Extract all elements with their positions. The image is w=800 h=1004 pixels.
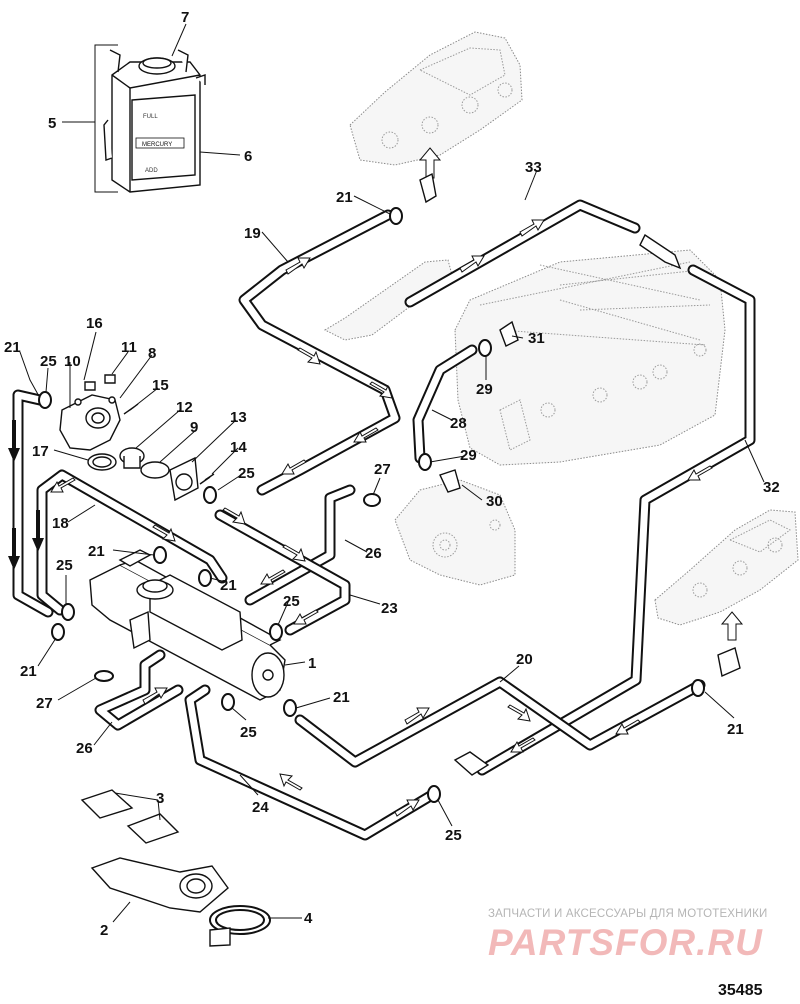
- coolant-reservoir: FULL MERCURY ADD: [103, 49, 206, 193]
- thermostat: [119, 447, 145, 469]
- callout-23: 23: [381, 600, 398, 617]
- gasket-9: [140, 461, 170, 479]
- hose-23: [214, 509, 351, 636]
- callout-11: 11: [121, 339, 137, 356]
- thermostat-housing: [59, 394, 121, 451]
- flow-arrows: [50, 219, 713, 817]
- callout-3: 3: [156, 790, 164, 807]
- gasket-17: [87, 453, 117, 471]
- callout-26-upper: 26: [365, 545, 382, 562]
- callout-21-left: 21: [4, 339, 21, 356]
- hose-32: [476, 264, 756, 776]
- callout-25-upper: 25: [238, 465, 255, 482]
- elbow-13: [169, 456, 199, 502]
- callout-21-lowleft: 21: [20, 663, 37, 680]
- hose-clamps: [38, 207, 705, 803]
- callout-1: 1: [308, 655, 316, 672]
- callout-31: 31: [528, 330, 545, 347]
- down-arrows: [8, 420, 44, 570]
- callout-21-top: 21: [336, 189, 353, 206]
- tank-brand-label: MERCURY: [142, 142, 172, 148]
- water-pump-ghost: [394, 479, 516, 586]
- callout-17: 17: [32, 443, 49, 460]
- callout-25-he: 25: [240, 724, 257, 741]
- callout-29-lower: 29: [460, 447, 477, 464]
- callout-15: 15: [152, 377, 169, 394]
- callout-20: 20: [516, 651, 533, 668]
- exhaust-manifold-upper-ghost: [349, 31, 523, 166]
- callout-21-he: 21: [333, 689, 350, 706]
- callout-14: 14: [230, 439, 247, 456]
- tank-full-label: FULL: [143, 114, 158, 120]
- callout-labels: 7 5 6 21 33 19 16 11 8 15 12 9 13 14 25 …: [4, 9, 780, 939]
- fittings: [419, 172, 741, 776]
- engine-block-ghost: [454, 249, 726, 466]
- figure-number: 35485: [718, 982, 763, 999]
- hose-33: [404, 199, 641, 308]
- hose-clamp-4: [209, 905, 271, 947]
- decal-3: [80, 789, 180, 844]
- watermark-logo: PARTSFOR.RU: [488, 922, 763, 963]
- callout-25-right: 25: [283, 593, 300, 610]
- callout-26-lower: 26: [76, 740, 93, 757]
- callout-28: 28: [450, 415, 467, 432]
- callout-24: 24: [252, 799, 269, 816]
- callout-2: 2: [100, 922, 108, 939]
- watermark-caption: ЗАПЧАСТИ И АКСЕССУАРЫ ДЛЯ МОТОТЕХНИКИ: [488, 908, 768, 920]
- callout-30: 30: [486, 493, 503, 510]
- hose-28: [412, 344, 478, 464]
- gasket-2: [90, 857, 229, 913]
- tank-brand-plate: [135, 137, 185, 149]
- callout-25-bottom: 25: [445, 827, 462, 844]
- callout-27-upper: 27: [374, 461, 391, 478]
- hose-26-upper: [244, 484, 356, 606]
- hose-lower-left-26: [94, 649, 184, 731]
- callout-13: 13: [230, 409, 247, 426]
- callout-7: 7: [181, 9, 189, 26]
- callout-33: 33: [525, 159, 542, 176]
- hose-24: [184, 684, 438, 841]
- exhaust-manifold-lower-ghost: [654, 509, 799, 626]
- callout-32: 32: [763, 479, 780, 496]
- callout-9: 9: [190, 419, 198, 436]
- callout-21-right: 21: [727, 721, 744, 738]
- callout-19: 19: [244, 225, 261, 242]
- callout-10: 10: [64, 353, 81, 370]
- hose-21-left: [12, 389, 54, 618]
- callout-18: 18: [52, 515, 69, 532]
- leader-lines: [19, 23, 765, 923]
- callout-16: 16: [86, 315, 103, 332]
- upper-inlet-ghost: [323, 259, 453, 341]
- heat-exchanger: [89, 549, 286, 701]
- callout-8: 8: [148, 345, 156, 362]
- callout-5: 5: [48, 115, 56, 132]
- callout-4: 4: [304, 910, 313, 927]
- tank-add-label: ADD: [145, 168, 158, 174]
- callout-21-mid: 21: [88, 543, 105, 560]
- callout-12: 12: [176, 399, 193, 416]
- callout-6: 6: [244, 148, 252, 165]
- callout-29-upper: 29: [476, 381, 493, 398]
- callout-27-lower: 27: [36, 695, 53, 712]
- bracket-5: [94, 44, 118, 193]
- callout-25-midleft: 25: [56, 557, 73, 574]
- callout-25-left: 25: [40, 353, 57, 370]
- callout-21-center: 21: [220, 577, 237, 594]
- hose-18: [36, 469, 228, 616]
- hose-19: [238, 209, 401, 496]
